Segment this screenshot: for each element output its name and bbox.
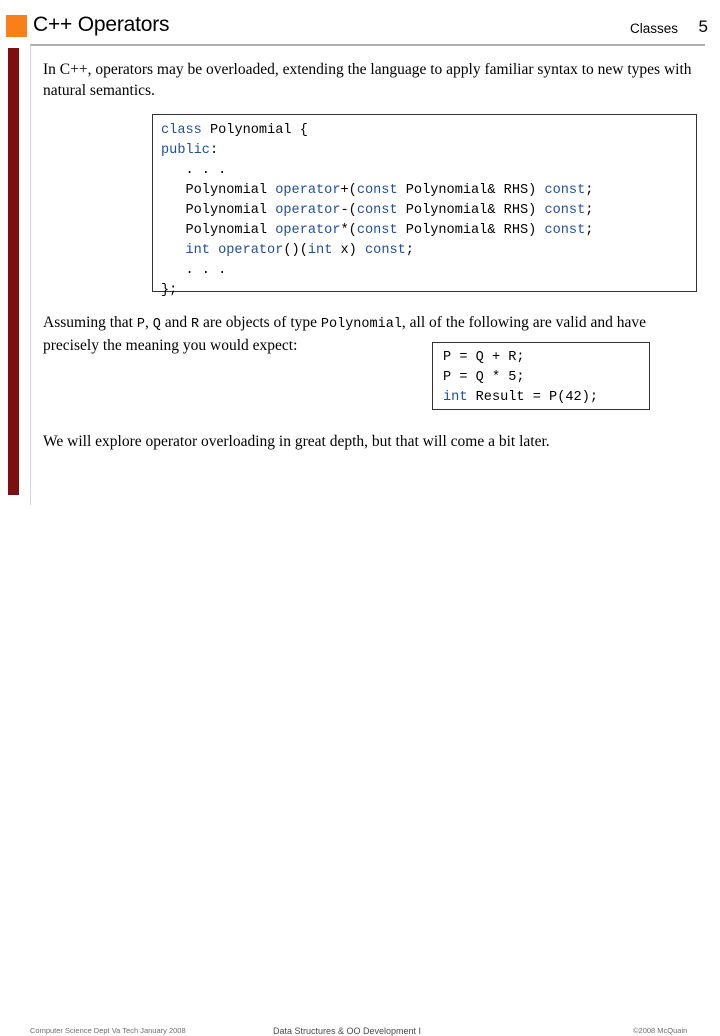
code-token: operator: [275, 183, 341, 198]
code-token: const: [356, 183, 398, 198]
code-token: +(: [340, 183, 357, 198]
left-accent-bar: [8, 48, 19, 495]
footer-center-text: Data Structures & OO Development I: [273, 1026, 422, 1036]
code-token: :: [209, 143, 219, 158]
code-token: const: [365, 243, 406, 258]
class-declaration-code-block: class Polynomial {public: . . . Polynomi…: [152, 114, 697, 298]
assuming-paragraph: Assuming that P, Q and R are objects of …: [43, 312, 695, 356]
code-token: class: [161, 123, 202, 138]
closing-paragraph: We will explore operator overloading in …: [43, 433, 550, 450]
code-token: x): [332, 243, 365, 258]
code-token: -(: [340, 203, 357, 218]
assuming-text-part5: , all of the following are valid and hav…: [43, 314, 646, 354]
intro-paragraph: In C++, operators may be overloaded, ext…: [43, 61, 692, 99]
code-token: Polynomial: [161, 203, 276, 218]
inline-code-r: R: [190, 317, 200, 332]
assuming-text-part3: and: [160, 314, 191, 331]
code-token: *(: [340, 223, 357, 238]
content-panel: [30, 44, 705, 505]
assuming-text-part1: Assuming that: [43, 314, 137, 331]
footer-right-text: ©2008 McQuain: [633, 1026, 688, 1035]
code-line: . . .: [161, 161, 696, 181]
code-line: Polynomial operator*(const Polynomial& R…: [161, 221, 696, 241]
code-token: int operator: [185, 243, 284, 258]
assuming-text-part4: are objects of type: [199, 314, 321, 331]
code-token: Polynomial& RHS): [397, 203, 545, 218]
code-token: const: [544, 223, 586, 238]
code-token: Polynomial: [161, 183, 276, 198]
code-token: ()(: [283, 243, 308, 258]
code-token: ;: [585, 223, 594, 238]
code-token: operator: [275, 223, 341, 238]
code-line: Polynomial operator-(const Polynomial& R…: [161, 201, 696, 221]
title-bullet-square-icon: [6, 15, 27, 37]
code-token: const: [544, 183, 586, 198]
code-token: Polynomial: [161, 223, 276, 238]
code-token: ;: [585, 183, 594, 198]
code-line: public:: [161, 141, 696, 161]
code-token: Polynomial& RHS): [397, 183, 545, 198]
code-token: int: [443, 390, 468, 405]
code-token: operator: [275, 203, 341, 218]
code-token: const: [356, 223, 398, 238]
code-token: ;: [585, 203, 594, 218]
code-token: {: [291, 123, 308, 138]
code-line: . . .: [161, 261, 696, 281]
code-token: ;: [405, 243, 414, 258]
slide-header: C++ Operators Classes 5: [0, 0, 720, 44]
inline-code-polynomial: Polynomial: [320, 317, 402, 332]
code-token: Result = P(42);: [467, 390, 599, 405]
code-token: P = Q + R;: [443, 350, 525, 365]
slide-number: 5: [698, 17, 708, 36]
code-token: int: [307, 243, 333, 258]
code-token: . . .: [161, 263, 227, 278]
footer-left-text: Computer Science Dept Va Tech January 20…: [30, 1026, 186, 1035]
code-token: const: [356, 203, 398, 218]
assuming-text-part2: ,: [144, 314, 153, 331]
code-token: };: [161, 283, 178, 298]
code-token: P = Q * 5;: [443, 370, 525, 385]
code-line: };: [161, 281, 696, 301]
inline-code-q: Q: [152, 317, 161, 332]
code-line: class Polynomial {: [161, 121, 696, 141]
page-title: C++ Operators: [33, 13, 170, 36]
code-token: [161, 243, 185, 258]
code-line: int operator()(int x) const;: [161, 241, 696, 261]
footer-bar: Computer Science Dept Va Tech January 20…: [0, 505, 720, 1036]
code-token: . . .: [161, 163, 227, 178]
header-section-label: Classes: [629, 21, 678, 36]
code-line: int Result = P(42);: [443, 388, 649, 408]
usage-example-code-block: P = Q + R; P = Q * 5; int Result = P(42);: [432, 342, 650, 410]
code-token: [202, 123, 210, 138]
code-token: public: [161, 143, 210, 158]
code-token: const: [544, 203, 586, 218]
code-token: Polynomial: [209, 123, 292, 138]
code-token: Polynomial& RHS): [397, 223, 545, 238]
inline-code-p: P: [136, 317, 145, 332]
code-line: Polynomial operator+(const Polynomial& R…: [161, 181, 696, 201]
code-line: P = Q * 5;: [443, 368, 649, 388]
code-line: P = Q + R;: [443, 348, 649, 368]
